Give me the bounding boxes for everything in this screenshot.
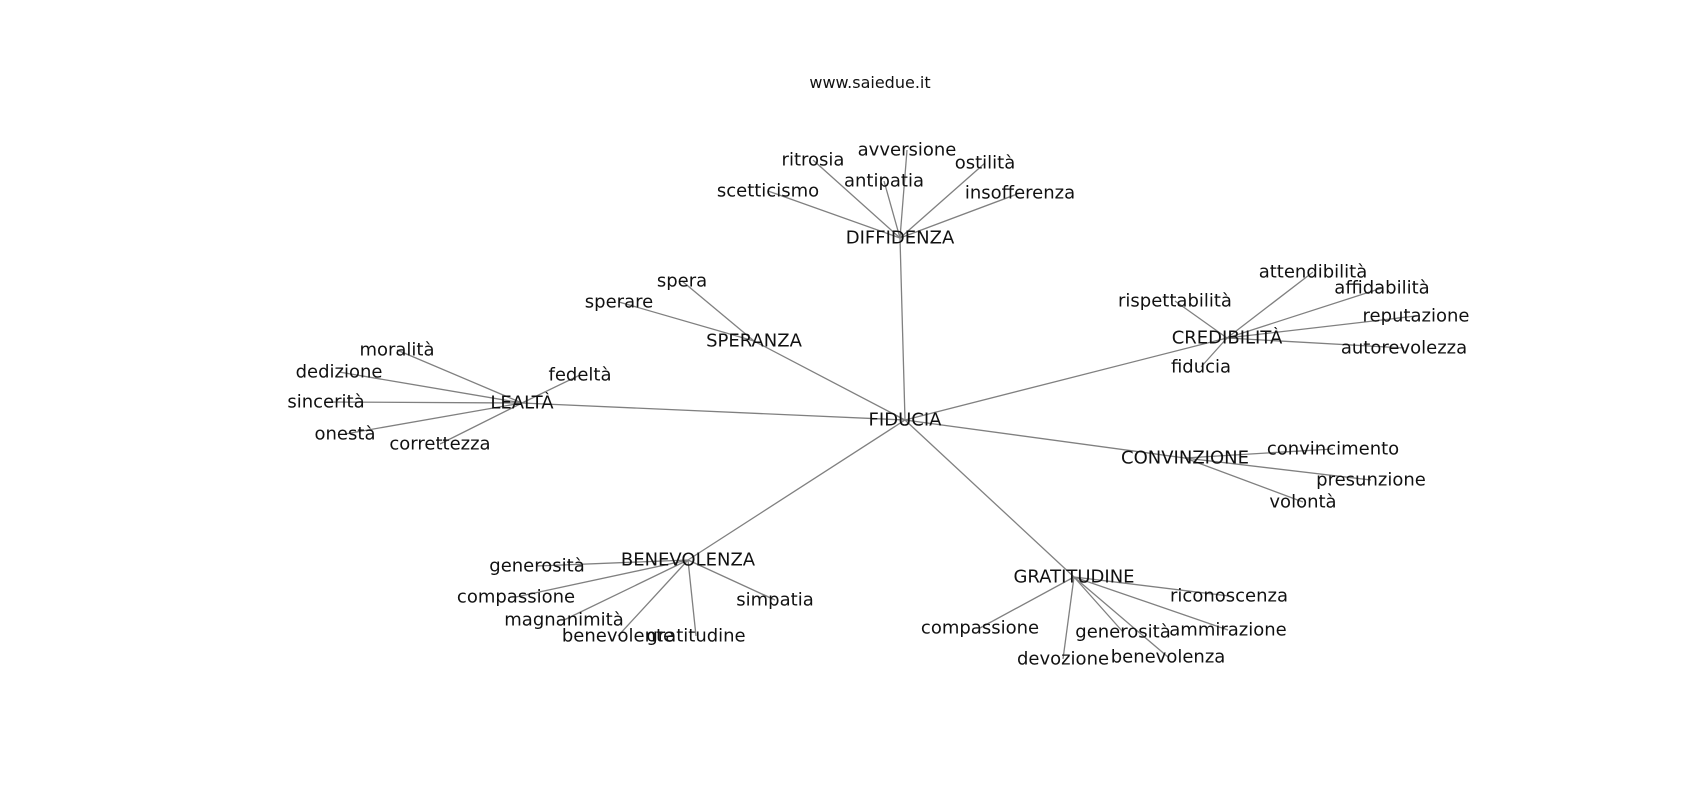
graph-edge xyxy=(899,192,1021,239)
graph-edge xyxy=(521,402,906,421)
leaf-node: fiducia xyxy=(1171,357,1231,378)
root-node-fiducia: FIDUCIA xyxy=(869,410,943,431)
leaf-node: rispettabilità xyxy=(1118,291,1232,312)
graph-edge xyxy=(1184,457,1372,481)
graph-edge xyxy=(753,340,906,421)
leaf-node: simpatia xyxy=(736,590,813,611)
graph-edge xyxy=(687,419,906,561)
graph-edge xyxy=(1073,576,1230,597)
leaf-node: benevolenza xyxy=(1111,647,1226,668)
branch-node-lealta: LEALTÀ xyxy=(490,392,554,414)
leaf-node: reputazione xyxy=(1363,306,1470,327)
graph-edge xyxy=(767,190,901,239)
graph-edge xyxy=(1226,315,1417,339)
leaf-node: ostilità xyxy=(955,153,1016,174)
leaf-node: spera xyxy=(657,271,707,292)
leaf-node: volontà xyxy=(1269,492,1336,513)
leaf-node: fedeltà xyxy=(549,365,612,386)
branch-node-speranza: SPERANZA xyxy=(706,331,803,352)
graph-edge xyxy=(1062,576,1075,660)
leaf-node: sperare xyxy=(585,292,653,313)
graph-edge xyxy=(344,402,523,435)
graph-edge xyxy=(1184,448,1334,459)
leaf-node: presunzione xyxy=(1316,470,1426,491)
graph-edge xyxy=(617,559,689,637)
leaf-node: compassione xyxy=(457,587,575,608)
graph-edge xyxy=(904,337,1228,421)
leaf-node: riconoscenza xyxy=(1170,586,1288,607)
graph-edge xyxy=(812,159,901,239)
leaf-node: ritrosia xyxy=(782,150,845,171)
graph-edge xyxy=(899,149,908,239)
leaf-node: correttezza xyxy=(389,434,490,455)
branch-node-diffidenza: DIFFIDENZA xyxy=(846,228,955,249)
leaf-node: autorevolezza xyxy=(1341,338,1467,359)
branch-node-benevolenza: BENEVOLENZA xyxy=(621,550,756,571)
graph-edge xyxy=(1174,300,1228,339)
graph-edge xyxy=(687,559,776,601)
leaf-node: moralità xyxy=(359,340,434,361)
graph-edge xyxy=(439,402,523,445)
graph-edge xyxy=(979,576,1075,629)
leaf-node: convincimento xyxy=(1267,439,1399,460)
graph-edge xyxy=(904,419,1075,578)
graph-edge xyxy=(904,419,1186,459)
leaf-node: scetticismo xyxy=(717,181,819,202)
labels-layer: FIDUCIA DIFFIDENZA ritrosia avversione antip… xyxy=(287,140,1469,670)
leaf-node: generosità xyxy=(489,556,584,577)
graph-edge xyxy=(899,162,986,239)
leaf-node: insofferenza xyxy=(965,183,1075,204)
leaf-node: compassione xyxy=(921,618,1039,639)
leaf-node: avversione xyxy=(858,140,957,161)
graph-edge xyxy=(338,371,523,404)
graph-edge xyxy=(618,301,755,342)
graph-edge xyxy=(1073,576,1169,658)
leaf-node: ammirazione xyxy=(1169,620,1286,641)
graph-edge xyxy=(563,559,689,621)
branch-node-convinzione: CONVINZIONE xyxy=(1121,448,1249,469)
edges-layer xyxy=(325,149,1417,660)
leaf-node: onestà xyxy=(315,424,376,445)
graph-edge xyxy=(1226,271,1314,339)
graph-edge xyxy=(687,559,697,637)
site-watermark: www.saiedue.it xyxy=(809,73,930,92)
leaf-node: antipatia xyxy=(844,171,924,192)
leaf-node: sincerità xyxy=(287,392,364,413)
leaf-node: attendibilità xyxy=(1259,262,1368,283)
graph-edge xyxy=(681,280,755,342)
leaf-node: devozione xyxy=(1017,649,1109,670)
graph-edge xyxy=(515,559,689,598)
graph-edge xyxy=(883,180,901,239)
leaf-node: generosità xyxy=(1075,622,1170,643)
graph-edge xyxy=(1073,576,1124,633)
graph-edge xyxy=(1226,337,1405,349)
branch-node-credibilita: CREDIBILITÀ xyxy=(1172,327,1283,349)
graph-edge xyxy=(325,401,523,404)
leaf-node: dedizione xyxy=(296,362,383,383)
leaf-node: magnanimità xyxy=(504,610,623,631)
graph-edge xyxy=(1184,457,1304,503)
branch-node-gratitudine: GRATITUDINE xyxy=(1013,567,1134,588)
leaf-node: benevolente xyxy=(562,626,674,647)
graph-edge xyxy=(396,349,523,404)
leaf-node: gratitudine xyxy=(646,626,745,647)
graph-edge xyxy=(1226,287,1383,339)
graph-edge xyxy=(899,237,906,421)
graph-edge xyxy=(521,374,581,404)
graph-edge xyxy=(1073,576,1229,631)
leaf-node: affidabilità xyxy=(1334,278,1429,299)
graph-edge xyxy=(536,559,689,567)
graph-edge xyxy=(1200,337,1228,368)
